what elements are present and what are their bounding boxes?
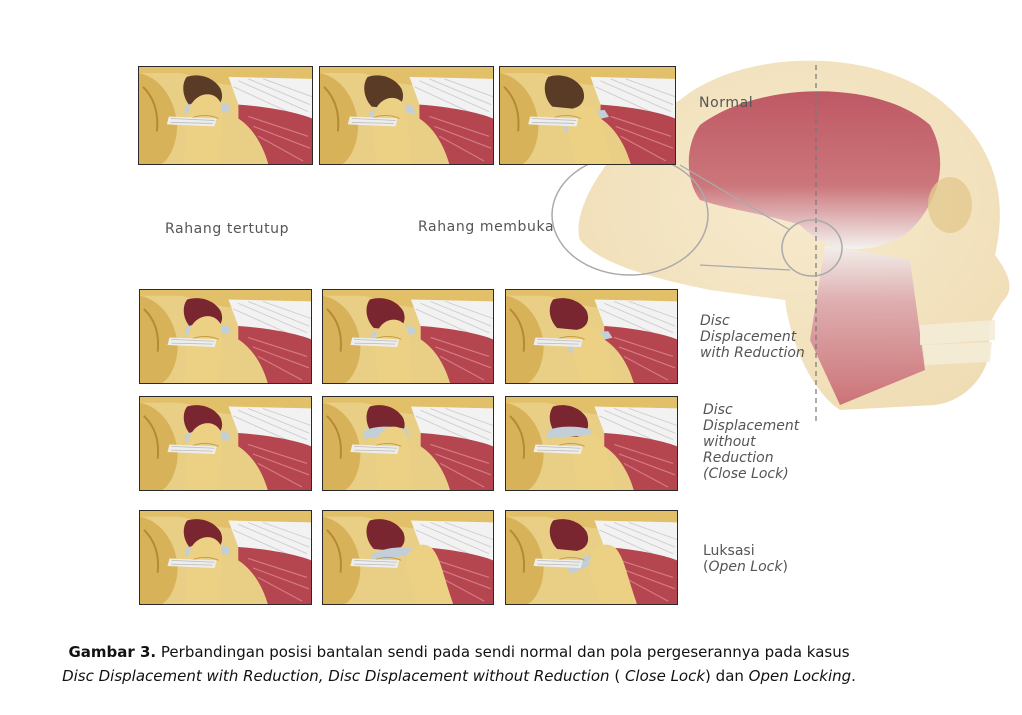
tmj-illustration	[140, 290, 311, 383]
row-label-luxation: Luksasi (Open Lock)	[703, 543, 788, 575]
tmj-illustration	[506, 397, 677, 490]
row-label-ddwor-line: Displacement	[703, 418, 800, 434]
caption-text-b: (	[609, 667, 625, 685]
caption-line-2: Disc Displacement with Reduction, Disc D…	[0, 664, 918, 688]
column-label-open: Rahang membuka	[418, 219, 555, 235]
open-lock-text: Open Lock	[708, 559, 783, 575]
row-label-ddwor-line: (Close Lock)	[703, 466, 789, 482]
row-label-ddwor: Disc Displacement without Reduction (Clo…	[703, 402, 799, 482]
row-label-luxation-title: Luksasi	[703, 543, 755, 559]
column-label-closed: Rahang tertutup	[165, 221, 290, 237]
caption-text-f: .	[851, 667, 856, 685]
panel-normal-open	[499, 66, 676, 165]
caption-figure-number: Gambar 3.	[68, 643, 157, 661]
tmj-illustration	[323, 511, 493, 604]
row-label-ddwr-line: with Reduction	[700, 345, 805, 361]
skull-illustration	[551, 60, 1010, 425]
paren-close: )	[782, 559, 788, 575]
tmj-illustration	[323, 397, 493, 490]
caption-italic-e: Open Locking	[748, 667, 852, 685]
tmj-illustration	[139, 67, 312, 164]
panel-ddwr-opening	[322, 289, 494, 384]
caption-line-1: Gambar 3. Perbandingan posisi bantalan s…	[0, 640, 918, 664]
tmj-illustration	[323, 290, 493, 383]
tmj-illustration	[320, 67, 493, 164]
panel-ddwor-opening	[322, 396, 494, 491]
panel-ddwr-open	[505, 289, 678, 384]
row-label-ddwr-line: Displacement	[700, 329, 797, 345]
tmj-illustration	[140, 511, 311, 604]
caption-text-d: ) dan	[705, 667, 749, 685]
row-label-ddwr-line: Disc	[700, 313, 730, 329]
panel-ddwor-closed	[139, 396, 312, 491]
row-label-ddwr: Disc Displacement with Reduction	[700, 313, 805, 361]
figure-caption: Gambar 3. Perbandingan posisi bantalan s…	[0, 640, 918, 688]
caption-italic-a: Disc Displacement with Reduction, Disc D…	[62, 667, 610, 685]
caption-text-1: Perbandingan posisi bantalan sendi pada …	[156, 643, 850, 661]
panel-luxation-opening	[322, 510, 494, 605]
panel-luxation-closed	[139, 510, 312, 605]
panel-ddwor-open	[505, 396, 678, 491]
row-label-luxation-sub: (Open Lock)	[703, 559, 788, 575]
tmj-illustration	[500, 67, 675, 164]
panel-normal-closed	[138, 66, 313, 165]
panel-luxation-open	[505, 510, 678, 605]
panel-normal-opening	[319, 66, 494, 165]
normal-label: Normal	[699, 95, 754, 111]
paren-open: (	[703, 559, 709, 575]
row-label-ddwor-line: Reduction	[703, 450, 774, 466]
panel-ddwr-closed	[139, 289, 312, 384]
row-label-ddwor-line: Disc	[703, 402, 733, 418]
tmj-illustration	[506, 511, 677, 604]
tmj-illustration	[140, 397, 311, 490]
caption-italic-c: Close Lock	[624, 667, 706, 685]
tmj-illustration	[506, 290, 677, 383]
row-label-ddwor-line: without	[703, 434, 756, 450]
